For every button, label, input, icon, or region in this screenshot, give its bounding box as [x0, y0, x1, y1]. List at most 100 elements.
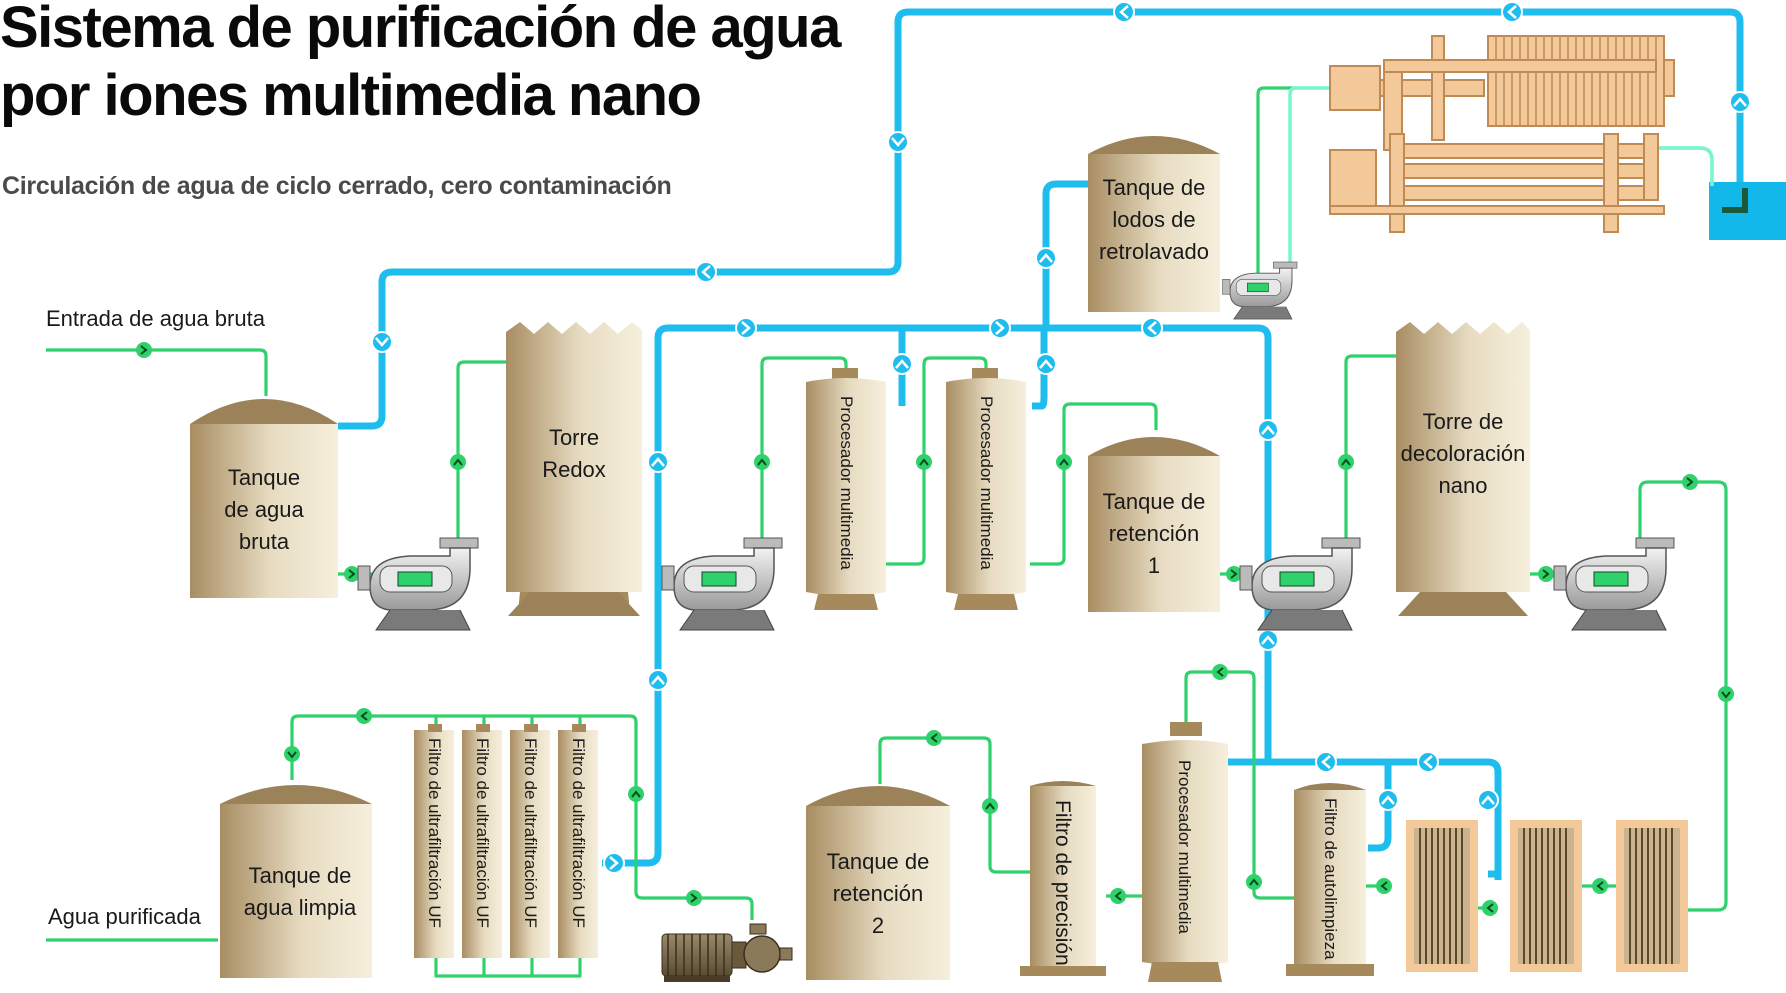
green-pipe-mmb-to-hold1 [1030, 402, 1158, 566]
arrow-icon [1141, 317, 1163, 339]
multimedia-a-label: Procesador multimedia [837, 396, 856, 570]
uf-filter-4-label: Filtro de ultrafiltración UF [569, 738, 588, 928]
blue-pipe-network [338, 8, 1744, 880]
uf-filter [510, 730, 550, 958]
decolor-tower-label-line: Torre de [1422, 409, 1504, 434]
arrow-icon [1212, 664, 1228, 680]
arrow-icon [371, 331, 393, 353]
membrane-module [1616, 820, 1688, 972]
uf-filter [414, 730, 454, 958]
title-line-1: Sistema de purificación de agua [0, 0, 841, 60]
arrow-icon [1377, 789, 1399, 811]
pump-icon [357, 537, 479, 631]
holding-tank-1 [1088, 437, 1220, 612]
green-pipe-pump1-to-redox [456, 360, 506, 538]
filter-press [1329, 35, 1675, 233]
clean-tank-label: Tanque de agua limpia [226, 860, 374, 924]
green-flow-arrows [136, 342, 1734, 916]
clean-tank-label-line: Tanque de [248, 863, 352, 888]
green-pipe-pump5-to-uf [290, 714, 754, 920]
arrow-icon [1338, 454, 1354, 470]
holding-tank-2-label-line: Tanque de [826, 849, 930, 874]
green-pipe-pump2-to-mma [760, 356, 848, 538]
sump-outlet [1722, 188, 1748, 213]
raw-tank-label-line: Tanque [227, 465, 301, 490]
sludge-tank-label-line: lodos de [1112, 207, 1196, 232]
blue-flow-arrows [371, 1, 1751, 874]
raw-tank-label-line: de agua [224, 497, 304, 522]
arrow-icon [1592, 878, 1608, 894]
blue-pipe-selfclean-header [1224, 758, 1502, 880]
arrow-icon [1226, 566, 1242, 582]
arrow-icon [1501, 1, 1523, 23]
arrow-icon [647, 669, 669, 691]
arrow-icon [754, 454, 770, 470]
pump-icon [661, 537, 783, 631]
arrow-icon [647, 451, 669, 473]
arrow-icon [916, 454, 932, 470]
raw-tank-label: Tanque de agua bruta [190, 462, 338, 558]
green-pipe-precision-to-hold2 [878, 736, 1030, 874]
raw-tank-label-line: bruta [238, 529, 290, 554]
sludge-tank-label: Tanque de lodos de retrolavado [1088, 172, 1220, 268]
precision-filter-label: Filtro de precisión [1051, 800, 1074, 966]
aqua-pipe-filterpress-out [1640, 146, 1714, 186]
green-pipe-inlet [46, 348, 268, 396]
self-cleaning-filter-label: Filtro de autolimpieza [1321, 798, 1340, 960]
arrow-icon [989, 317, 1011, 339]
holding-tank-1-label-line: retención [1108, 521, 1200, 546]
uf-filter-3-label: Filtro de ultrafiltración UF [521, 738, 540, 928]
uf-filter [558, 730, 598, 958]
arrow-icon [1477, 789, 1499, 811]
arrow-icon [1257, 629, 1279, 651]
multimedia-processor-b [946, 368, 1026, 610]
arrow-icon [1315, 751, 1337, 773]
arrow-icon [686, 890, 702, 906]
arrow-icon [1113, 1, 1135, 23]
multimedia-b-label: Procesador multimedia [977, 396, 996, 570]
blue-pipe-sludge [1042, 180, 1088, 328]
green-pipe-selfclean-to-mmc [1184, 670, 1294, 900]
redox-tower-label-line: Torre [548, 425, 600, 450]
motor-pump-icon [661, 923, 793, 982]
membrane-module [1510, 820, 1582, 972]
sludge-tank-label-line: Tanque de [1102, 175, 1206, 200]
green-pipe-sludge-pump [1256, 86, 1330, 278]
holding-tank-1-label-line: Tanque de [1102, 489, 1206, 514]
uf-filter-1-label: Filtro de ultrafiltración UF [425, 738, 444, 928]
holding-tank-2-label: Tanque de retención 2 [806, 846, 950, 942]
multimedia-processor-a [806, 368, 886, 610]
decolor-tower-label-line: decoloración [1400, 441, 1526, 466]
arrow-icon [1682, 474, 1698, 490]
arrow-icon [603, 852, 625, 874]
title-line-2: por iones multimedia nano [0, 63, 702, 128]
blue-pipe-recycle-top [338, 8, 1744, 430]
arrow-icon [450, 454, 466, 470]
pump-icon [1239, 537, 1361, 631]
arrow-icon [284, 746, 300, 762]
membrane-module [1406, 820, 1478, 972]
arrow-icon [926, 730, 942, 746]
multimedia-processor-c [1142, 722, 1228, 982]
decolor-tower-label: Torre de decoloración nano [1390, 406, 1536, 502]
membrane-module-bank [1406, 820, 1688, 972]
arrow-icon [1729, 91, 1751, 113]
arrow-icon [982, 798, 998, 814]
uf-filter [462, 730, 502, 958]
page-title: Sistema de purificación de agua por ione… [0, 0, 841, 130]
arrow-icon [1035, 247, 1057, 269]
arrow-icon [1257, 419, 1279, 441]
arrow-icon [1035, 353, 1057, 375]
green-pipe-uf-manifold-top [434, 716, 582, 730]
inlet-label: Entrada de agua bruta [46, 306, 265, 331]
pump-icon [1553, 537, 1675, 631]
holding-tank-2 [806, 786, 950, 980]
holding-tank-2-label-line: 2 [871, 913, 885, 938]
sludge-tank-label-line: retrolavado [1098, 239, 1210, 264]
clean-water-tank [220, 785, 372, 978]
arrow-icon [1110, 888, 1126, 904]
arrow-icon [1718, 686, 1734, 702]
arrow-icon [1246, 874, 1262, 890]
arrow-icon [1056, 454, 1072, 470]
arrow-icon [887, 131, 909, 153]
